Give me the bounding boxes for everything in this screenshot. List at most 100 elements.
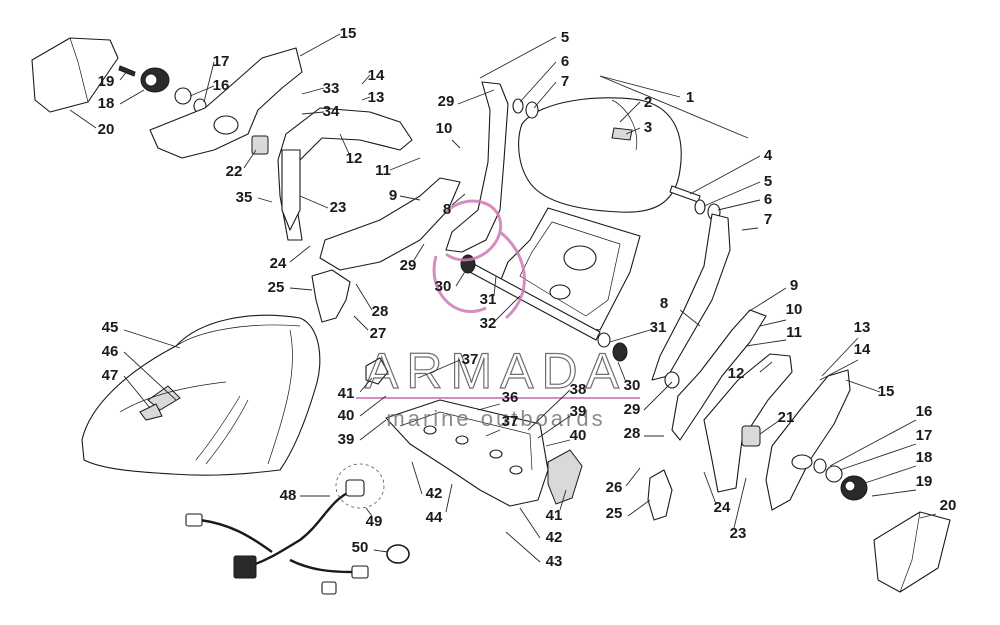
leader-line-c43 xyxy=(505,531,541,563)
callout-c6b: 6 xyxy=(764,191,772,208)
backrest-frame xyxy=(499,207,641,331)
leader-line-c21 xyxy=(759,419,781,435)
callout-c5b: 5 xyxy=(764,173,772,190)
watermark: ARMADA marine outboards xyxy=(356,199,640,431)
callout-c2: 2 xyxy=(644,94,652,111)
callout-c20b: 20 xyxy=(940,497,957,514)
leader-line-c6a xyxy=(519,61,557,103)
callout-c12a: 12 xyxy=(346,150,363,167)
bushing-31-right xyxy=(597,332,611,348)
shaft-4 xyxy=(669,185,701,203)
callout-c38: 38 xyxy=(570,381,587,398)
leader-line-c5b xyxy=(703,181,761,207)
latch-41-left xyxy=(365,357,389,385)
callout-c42b: 42 xyxy=(546,529,563,546)
leader-line-c35 xyxy=(257,197,273,203)
leader-line-c16b xyxy=(829,419,917,467)
callout-c19a: 19 xyxy=(98,73,115,90)
backrest-post-left xyxy=(445,81,509,253)
callout-c40b: 40 xyxy=(570,427,587,444)
leader-line-c18b xyxy=(861,465,917,485)
callout-c33: 33 xyxy=(323,80,340,97)
leader-line-c39a xyxy=(359,419,387,441)
leader-line-c20b xyxy=(919,513,937,519)
callout-c16b: 16 xyxy=(916,403,933,420)
callout-c9b: 9 xyxy=(790,277,798,294)
leader-line-c14b xyxy=(819,359,859,381)
hand-cover-right xyxy=(873,511,951,593)
leader-line-c24b xyxy=(703,471,717,505)
leader-line-c41b xyxy=(559,489,567,511)
backrest-bracket-right xyxy=(703,353,793,493)
callout-c23b: 23 xyxy=(730,525,747,542)
callout-c11b: 11 xyxy=(786,324,802,341)
leader-line-c27 xyxy=(353,315,369,331)
callout-c3: 3 xyxy=(644,119,652,136)
callout-c12b: 12 xyxy=(728,365,745,382)
leader-line-c47 xyxy=(123,375,151,409)
leader-line-c12a xyxy=(339,133,351,157)
callout-c18b: 18 xyxy=(916,449,933,466)
leader-line-c23a xyxy=(299,195,329,209)
callout-c29c: 29 xyxy=(624,401,641,418)
callout-c28a: 28 xyxy=(372,303,389,320)
leader-line-c15b xyxy=(845,379,881,393)
callout-c10b: 10 xyxy=(786,301,803,318)
callout-c34: 34 xyxy=(323,103,340,120)
leader-line-c31a xyxy=(493,275,497,297)
leader-line-c28a xyxy=(355,283,373,311)
callout-c1: 1 xyxy=(686,89,694,106)
leader-line-c44 xyxy=(445,483,453,513)
leader-line-c25a xyxy=(289,287,313,291)
callout-c36: 36 xyxy=(502,389,519,406)
leader-line-c4 xyxy=(689,155,761,195)
leader-line-c17a xyxy=(203,61,215,103)
leader-line-c37b xyxy=(485,429,501,437)
callout-c13a: 13 xyxy=(368,89,385,106)
latch-41-right xyxy=(547,449,583,505)
washer-6-left xyxy=(525,101,539,119)
leader-line-c25b xyxy=(627,499,651,517)
leader-line-c22 xyxy=(243,149,257,169)
callout-c9a: 9 xyxy=(389,187,397,204)
callout-c27: 27 xyxy=(370,325,387,342)
callout-c11a: 11 xyxy=(375,162,391,179)
leader-line-c10a xyxy=(451,139,461,149)
callout-c49: 49 xyxy=(366,513,383,530)
leader-line-c40b xyxy=(545,439,571,447)
washer-16-left xyxy=(174,87,192,105)
leader-line-c17b xyxy=(839,443,917,471)
callout-c8a: 8 xyxy=(443,201,451,218)
detail-circle-49 xyxy=(335,463,385,509)
leader-line-c38 xyxy=(527,389,571,431)
callout-c26: 26 xyxy=(606,479,623,496)
callout-c46: 46 xyxy=(102,343,119,360)
callout-c17b: 17 xyxy=(916,427,933,444)
leader-line-c30a xyxy=(455,269,467,287)
leader-line-c13b xyxy=(821,337,859,377)
leader-line-c2 xyxy=(619,101,641,123)
washer-17-right xyxy=(825,465,843,483)
callout-c48: 48 xyxy=(280,487,297,504)
backrest-pad xyxy=(518,97,682,213)
leader-line-c29b xyxy=(413,243,425,261)
callout-c44: 44 xyxy=(426,509,443,526)
callout-c4: 4 xyxy=(764,147,773,164)
callout-c45: 45 xyxy=(102,319,119,336)
leader-line-c46 xyxy=(123,351,177,401)
leader-line-c42a xyxy=(411,461,423,495)
callout-c6a: 6 xyxy=(561,53,569,70)
callout-layer: 1234556677889910101111121213131414151516… xyxy=(69,25,957,570)
callout-c30a: 30 xyxy=(435,278,452,295)
leader-line-c9b xyxy=(747,287,787,313)
handle-arm-right xyxy=(765,369,851,511)
leader-line-c8b xyxy=(679,309,701,327)
callout-c25a: 25 xyxy=(268,279,285,296)
clip-22 xyxy=(251,135,269,155)
leader-line-c11b xyxy=(745,339,787,347)
callout-c23a: 23 xyxy=(330,199,347,216)
callout-c37a: 37 xyxy=(462,351,479,368)
leader-line-c7a xyxy=(533,81,557,109)
leader-line-c16a xyxy=(189,85,215,97)
